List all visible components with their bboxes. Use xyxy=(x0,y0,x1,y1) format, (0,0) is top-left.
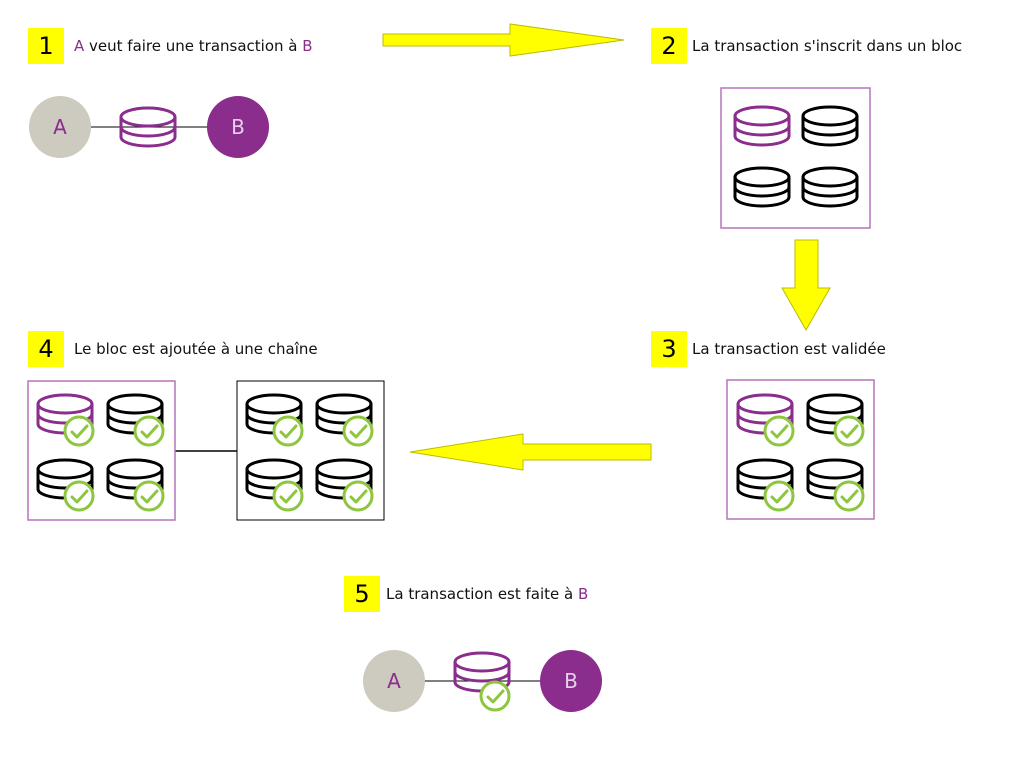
arrow-right-icon xyxy=(382,23,625,57)
node-b-label: B xyxy=(231,115,245,139)
node-a xyxy=(29,96,91,158)
check-icon xyxy=(763,415,795,447)
step-5-caption: La transaction est faite à B xyxy=(386,584,588,604)
step-3-caption: La transaction est validée xyxy=(692,340,886,358)
step-4-caption: Le bloc est ajoutée à une chaîne xyxy=(74,340,318,358)
node-b-final-label: B xyxy=(564,669,578,693)
node-b-final xyxy=(540,650,602,712)
check-icon xyxy=(479,680,511,712)
arrow-left-icon xyxy=(409,433,652,471)
node-a-final xyxy=(363,650,425,712)
step-1-b: B xyxy=(302,37,313,55)
step-5-text: La transaction est faite à xyxy=(386,585,578,603)
node-b xyxy=(207,96,269,158)
step-1-text: veut faire une transaction à xyxy=(84,37,303,55)
step-2-caption: La transaction s'inscrit dans un bloc xyxy=(692,37,963,55)
step-1-a: A xyxy=(74,37,85,55)
check-icon xyxy=(833,415,865,447)
check-icon xyxy=(133,415,165,447)
check-icon xyxy=(342,415,374,447)
node-a-label: A xyxy=(53,115,67,139)
step-3-number: 3 xyxy=(651,331,687,367)
check-icon xyxy=(272,480,304,512)
arrow-down-icon xyxy=(781,239,831,332)
step-1-caption: A veut faire une transaction à B xyxy=(74,36,313,56)
check-icon xyxy=(133,480,165,512)
step-5-number: 5 xyxy=(344,576,380,612)
step-4-number: 4 xyxy=(28,331,64,367)
check-icon xyxy=(63,480,95,512)
check-icon xyxy=(342,480,374,512)
node-a-final-label: A xyxy=(387,669,401,693)
step-5-b: B xyxy=(578,585,589,603)
check-icon xyxy=(63,415,95,447)
step-2-number: 2 xyxy=(651,28,687,64)
check-icon xyxy=(272,415,304,447)
step-1-number: 1 xyxy=(28,28,64,64)
check-icon xyxy=(763,480,795,512)
check-icon xyxy=(833,480,865,512)
